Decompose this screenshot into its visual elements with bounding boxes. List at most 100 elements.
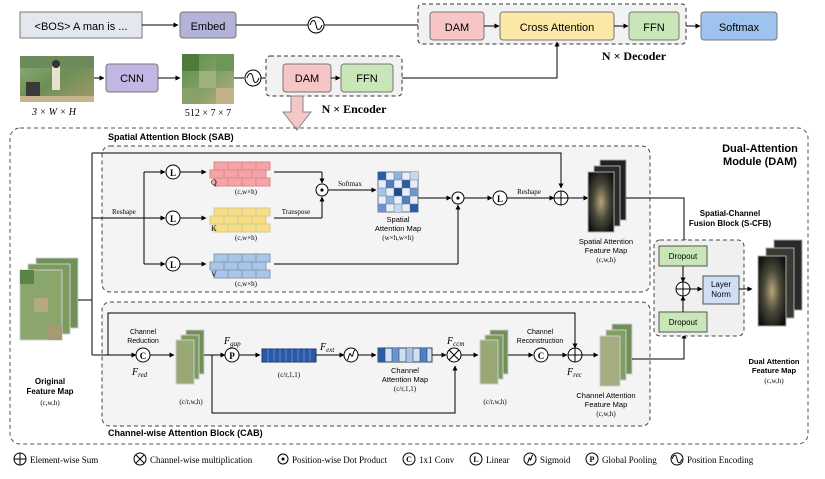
svg-text:P: P [590, 455, 595, 464]
legend-conv-icon: C [402, 452, 416, 466]
input-image [20, 56, 94, 102]
channel-reconstruction-line1: Channel [527, 329, 554, 336]
legend-mult-text: Channel-wise multiplication [150, 455, 253, 465]
svg-text:C: C [140, 351, 147, 361]
scfb-line2: Fusion Block (S-CFB) [689, 219, 772, 228]
legend-conv-text: 1x1 Conv [419, 455, 455, 465]
channel-attention-feature-map [599, 323, 633, 387]
reshape-right-label: Reshape [517, 188, 541, 196]
linear-k-icon: L [165, 210, 181, 226]
f-rec-label: Frec [566, 367, 583, 379]
reshape-left-label: Reshape [112, 208, 136, 216]
legend-sum-icon [13, 452, 27, 466]
cafm-dims: (c,w,h) [596, 410, 616, 418]
q-grid [209, 161, 271, 187]
legend-dot-text: Position-wise Dot Product [292, 455, 388, 465]
legend-linear-icon: L [469, 452, 483, 466]
sam-line1: Spatial [387, 215, 410, 224]
image-dims: 3 × W × H [31, 107, 77, 118]
original-feature-map [19, 257, 79, 341]
v-label: V [211, 270, 217, 279]
q-dims: (c,w×h) [235, 188, 258, 196]
v-grid [209, 253, 271, 279]
sigmoid-icon [343, 347, 359, 363]
k-grid [209, 207, 271, 233]
original-fm-line1: Original [35, 377, 65, 386]
cam-line1: Channel [391, 366, 419, 375]
legend-sigmoid-text: Sigmoid [540, 455, 571, 465]
dropout-bottom-label: Dropout [669, 318, 698, 327]
sam-dims: (w×h,w×h) [382, 234, 414, 242]
legend-position-encoding-icon [670, 452, 684, 466]
channel-reconstruction-line2: Reconstruction [517, 338, 564, 345]
conv-reconstruction-icon: C [533, 347, 549, 363]
f-red-label: Fred [131, 367, 148, 379]
legend-pooling-text: Global Pooling [602, 455, 657, 465]
svg-text:L: L [473, 455, 478, 464]
safm-line2: Feature Map [585, 246, 628, 255]
scfb-line1: Spatial-Channel [700, 209, 760, 218]
cross-attention-box: Cross Attention [499, 11, 615, 41]
q-label: Q [211, 178, 217, 187]
linear-v-icon: L [165, 256, 181, 272]
channel-reduction-line2: Reduction [127, 338, 159, 345]
dam-title-line2: Module (DAM) [723, 156, 797, 168]
layer-norm-line2: Norm [711, 290, 731, 299]
layer-norm-box: Layer Norm [702, 275, 740, 305]
legend-position-encoding-text: Position Encoding [687, 455, 754, 465]
legend-pooling-icon: P [585, 452, 599, 466]
position-encoding-icon [307, 16, 325, 34]
svg-text:L: L [170, 168, 176, 178]
safm-dims: (c,w,h) [596, 256, 616, 264]
legend-sigmoid-icon [523, 452, 537, 466]
legend-mult-icon [133, 452, 147, 466]
decoder-ffn-box: FFN [628, 11, 680, 41]
qk-dot-product-icon [315, 183, 329, 197]
embed-label: Embed [191, 21, 226, 33]
cab-sum-icon [567, 347, 583, 363]
f-ext-label: Fext [319, 342, 335, 354]
original-fm-dims: (c,w,h) [40, 399, 60, 407]
svg-text:P: P [229, 351, 235, 361]
softmax-box: Softmax [700, 11, 778, 41]
sab-title: Spatial Attention Block (SAB) [108, 132, 234, 142]
legend-sum-text: Element-wise Sum [30, 455, 98, 465]
gap-dims: (c/r,1,1) [278, 371, 301, 379]
cross-attention-label: Cross Attention [520, 22, 595, 34]
reduced-feature-map [175, 329, 205, 385]
fusion-sum-icon [675, 281, 691, 297]
spatial-attention-feature-map [587, 159, 627, 233]
input-text-box: <BOS> A man is ... [19, 11, 143, 39]
sam-line2: Attention Map [375, 224, 421, 233]
legend: Element-wise Sum Channel-wise multiplica… [13, 452, 754, 466]
global-pooling-icon: P [224, 347, 240, 363]
dam-module-container [9, 127, 809, 445]
legend-linear-text: Linear [486, 455, 509, 465]
sab-sum-icon [553, 190, 569, 206]
cafm-line2: Feature Map [585, 400, 628, 409]
channel-reduction-line1: Channel [130, 329, 157, 336]
linear-out-icon: L [492, 190, 508, 206]
decoder-label: N × Decoder [602, 49, 667, 63]
input-text: <BOS> A man is ... [35, 21, 128, 33]
spatial-attention-map [377, 171, 419, 213]
transpose-label: Transpose [282, 208, 311, 216]
decoder-dam-box: DAM [429, 11, 485, 41]
softmax-label: Softmax [719, 22, 760, 34]
original-fm-line2: Feature Map [26, 387, 73, 396]
encoder-ffn-box: FFN [340, 63, 394, 93]
decoder-dam-label: DAM [445, 22, 469, 34]
channel-attention-map-bar [377, 347, 433, 363]
feature-dims: 512 × 7 × 7 [185, 108, 231, 119]
ccm-dims: (c/r,w,h) [483, 398, 507, 406]
k-dims: (c,w×h) [235, 234, 258, 242]
cr-dims: (c/r,w,h) [179, 398, 203, 406]
conv-reduction-icon: C [135, 347, 151, 363]
expand-arrow [281, 95, 313, 131]
encoder-position-encoding-icon [244, 69, 262, 87]
legend-dot-icon [277, 453, 289, 465]
svg-text:C: C [406, 455, 412, 464]
v-dims: (c,w×h) [235, 280, 258, 288]
f-ccm-label: Fccm [446, 336, 464, 348]
